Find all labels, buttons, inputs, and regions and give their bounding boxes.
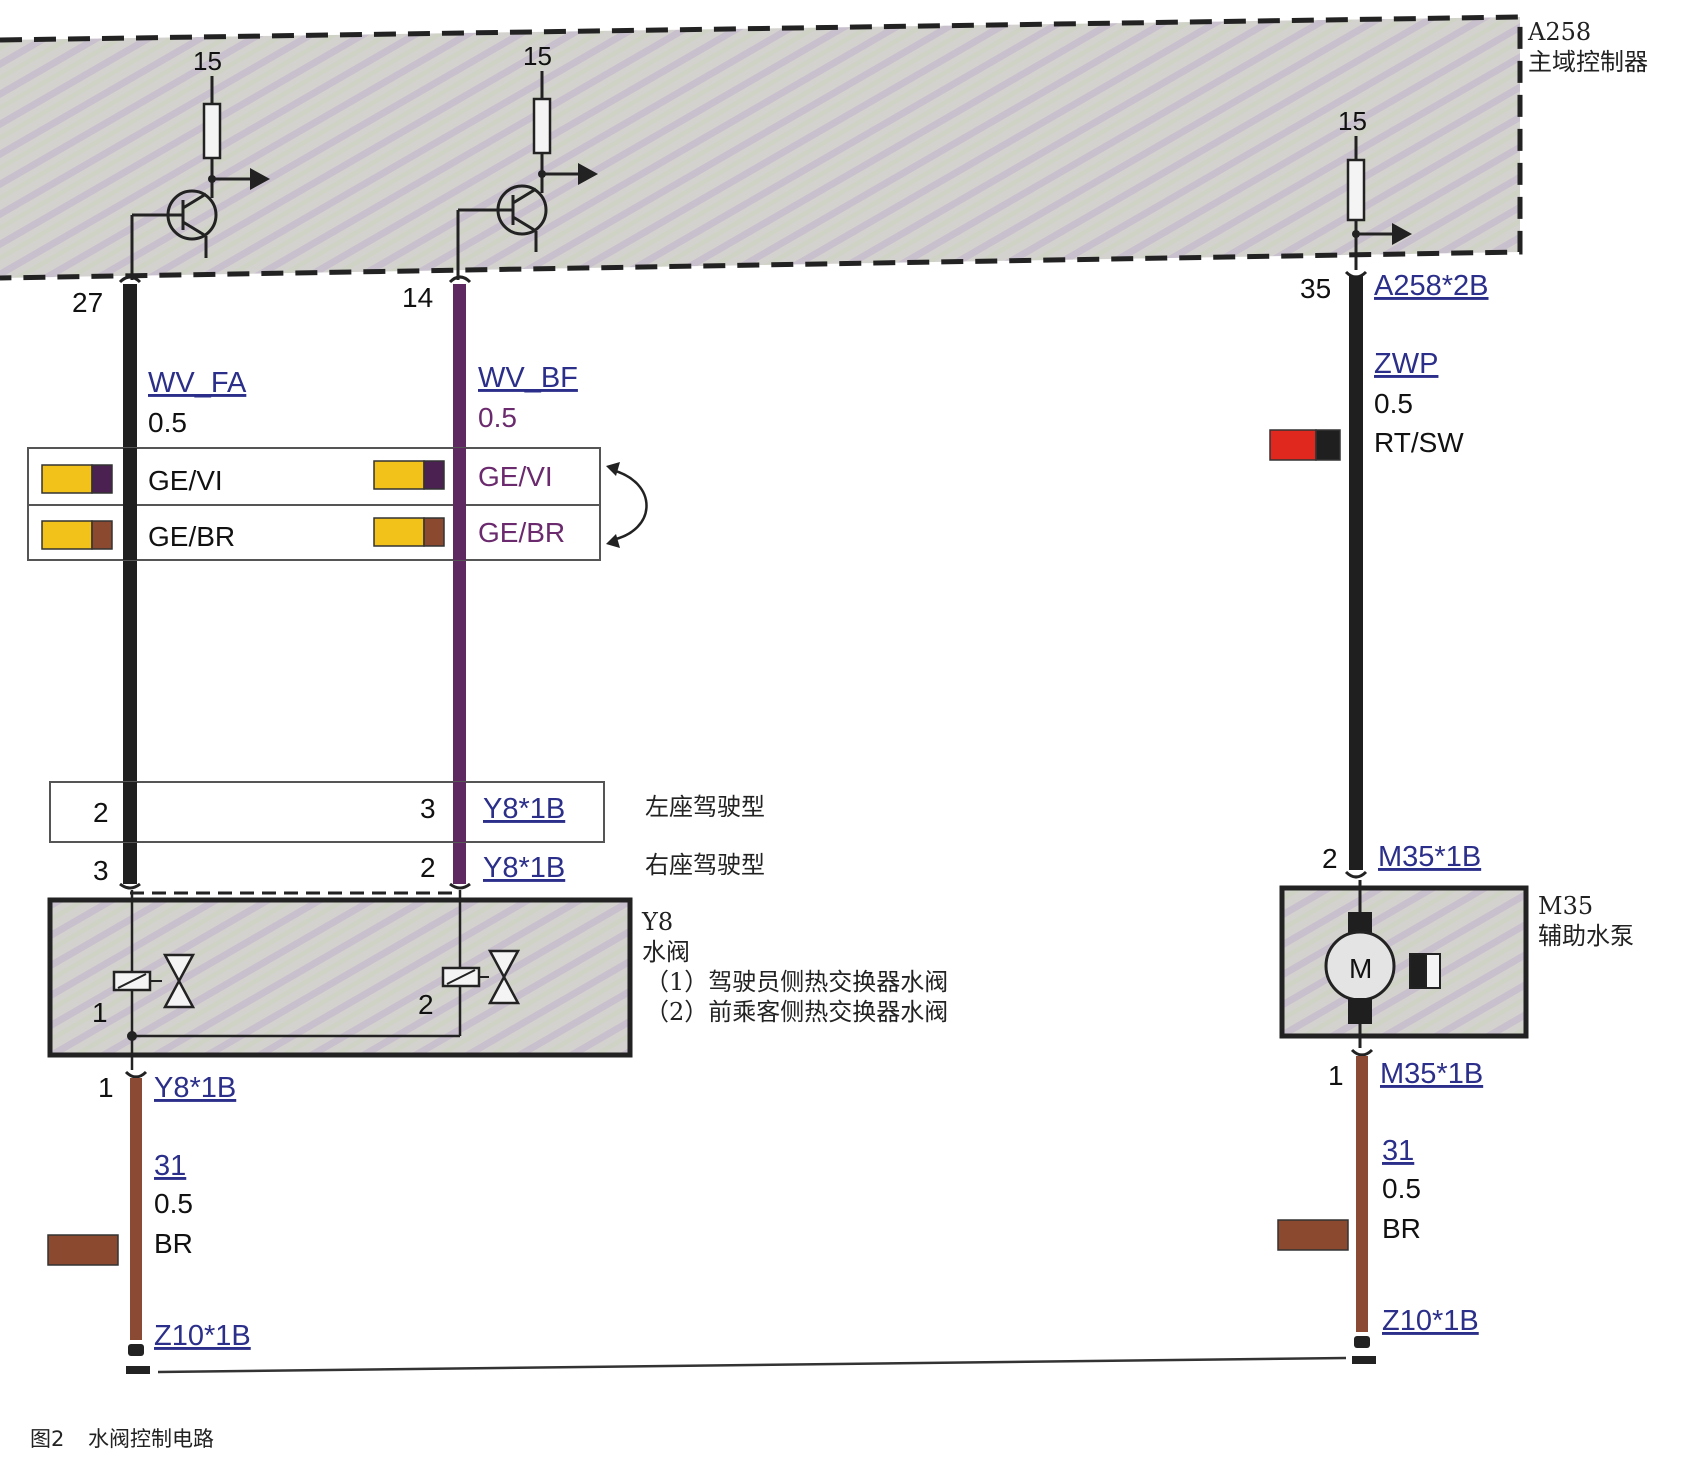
- controller-id: A258: [1527, 18, 1591, 46]
- pump-connector-top[interactable]: M35*1B: [1378, 841, 1481, 873]
- figure-title: 水阀控制电路: [88, 1427, 214, 1451]
- pump-ground-color: BR: [1382, 1213, 1421, 1244]
- pin-27: 27: [72, 287, 103, 318]
- wire-color-table: GE/VI GE/BR GE/VI GE/BR: [27, 447, 648, 561]
- motor-icon: M: [1324, 880, 1441, 1048]
- brown-swatch-valve: [47, 1234, 119, 1266]
- brown-swatch-pump: [1277, 1219, 1349, 1251]
- transistor-fa-icon: 15: [130, 46, 270, 280]
- valve-ground-connector[interactable]: Y8*1B: [154, 1072, 236, 1104]
- transistor-bf-icon: 15: [456, 41, 598, 280]
- variant-row-lhd: 2 3 Y8*1B 左座驾驶型: [49, 781, 765, 843]
- wire-zwp: 35 A258*2B ZWP 0.5 RT/SW: [1269, 270, 1489, 870]
- pump-id: M35: [1538, 892, 1593, 920]
- supply-label-3: 15: [1338, 106, 1367, 136]
- swap-arrow-icon: [606, 462, 648, 548]
- variant-row-rhd: 3 2 Y8*1B 右座驾驶型: [93, 851, 765, 886]
- wire-valve-ground: 1 Y8*1B 31 0.5 BR Z10*1B: [47, 1070, 251, 1374]
- valve-id: Y8: [641, 908, 673, 936]
- wire-fa: 27 WV_FA 0.5: [72, 275, 247, 890]
- connector-a258-2b[interactable]: A258*2B: [1374, 270, 1489, 302]
- signal-zwp[interactable]: ZWP: [1374, 348, 1438, 380]
- valve-y8: 1 2 Y8 水阀 （1）驾驶员侧热交换器水阀 （2）前乘客侧热交换器水阀: [47, 890, 948, 1070]
- rhd-pin-bf: 2: [420, 852, 436, 883]
- wire-zwp-size: 0.5: [1374, 388, 1413, 419]
- rhd-connector-y8[interactable]: Y8*1B: [483, 852, 565, 884]
- pin-35: 35: [1300, 273, 1331, 304]
- color-swatch-ge-br-fa: [41, 520, 113, 550]
- pump-driver-icon: 15: [1338, 106, 1412, 270]
- motor-symbol: M: [1349, 953, 1372, 984]
- bf-color-ge-vi: GE/VI: [478, 461, 553, 492]
- signal-wv-fa[interactable]: WV_FA: [148, 367, 247, 399]
- lhd-pin-bf: 3: [420, 793, 436, 824]
- lhd-label: 左座驾驶型: [645, 793, 765, 821]
- lhd-pin-fa: 2: [93, 797, 109, 828]
- bf-color-ge-br: GE/BR: [478, 517, 565, 548]
- pump-ground-z10[interactable]: Z10*1B: [1382, 1305, 1479, 1337]
- pin-14: 14: [402, 282, 433, 313]
- wire-pump-ground: 31 0.5 BR Z10*1B: [1277, 1056, 1479, 1364]
- wire-fa-size: 0.5: [148, 407, 187, 438]
- figure-number: 图2: [30, 1427, 64, 1451]
- fa-color-ge-vi: GE/VI: [148, 465, 223, 496]
- fa-color-ge-br: GE/BR: [148, 521, 235, 552]
- wire-zwp-color: RT/SW: [1374, 427, 1464, 458]
- signal-wv-bf[interactable]: WV_BF: [478, 362, 578, 394]
- valve-ground-signal[interactable]: 31: [154, 1150, 186, 1182]
- wire-bf: 14 WV_BF 0.5: [402, 275, 578, 890]
- ground-point-icon: [126, 1344, 150, 1374]
- controller-name: 主域控制器: [1528, 48, 1648, 76]
- valve-2-solenoid-icon: [441, 949, 521, 1005]
- common-ground-line: [157, 1356, 1347, 1374]
- pump-name: 辅助水泵: [1538, 922, 1634, 950]
- valve-ground-color: BR: [154, 1228, 193, 1259]
- valve-name: 水阀: [642, 938, 690, 966]
- wire-bf-size: 0.5: [478, 402, 517, 433]
- valve-item-1: （1）驾驶员侧热交换器水阀: [645, 968, 948, 996]
- pump-pin-top: 2: [1322, 843, 1338, 874]
- color-swatch-ge-vi-bf: [373, 460, 445, 490]
- ground-point-icon: [1352, 1336, 1376, 1364]
- pump-ground-signal[interactable]: 31: [1382, 1135, 1414, 1167]
- color-swatch-rt-sw: [1269, 429, 1341, 461]
- pump-m35: 2 M35*1B M M35 辅助水泵 1 M35*1B: [1279, 841, 1634, 1091]
- valve-ground-pin: 1: [98, 1072, 114, 1103]
- rhd-pin-fa: 3: [93, 855, 109, 886]
- valve-ground-size: 0.5: [154, 1188, 193, 1219]
- valve-label-1: 1: [92, 997, 108, 1028]
- rhd-label: 右座驾驶型: [645, 851, 765, 879]
- valve-ground-z10[interactable]: Z10*1B: [154, 1320, 251, 1352]
- lhd-connector-y8[interactable]: Y8*1B: [483, 793, 565, 825]
- controller-a258: A258 主域控制器 15 15: [0, 14, 1648, 281]
- pump-pin-bottom: 1: [1328, 1060, 1344, 1091]
- valve-1-solenoid-icon: [112, 953, 196, 1009]
- supply-label-2: 15: [523, 41, 552, 71]
- color-swatch-ge-br-bf: [373, 517, 445, 547]
- valve-item-2: （2）前乘客侧热交换器水阀: [645, 998, 948, 1026]
- valve-label-2: 2: [418, 989, 434, 1020]
- pump-connector-bottom[interactable]: M35*1B: [1380, 1058, 1483, 1090]
- color-swatch-ge-vi-fa: [41, 464, 113, 494]
- supply-label-1: 15: [193, 46, 222, 76]
- pump-ground-size: 0.5: [1382, 1173, 1421, 1204]
